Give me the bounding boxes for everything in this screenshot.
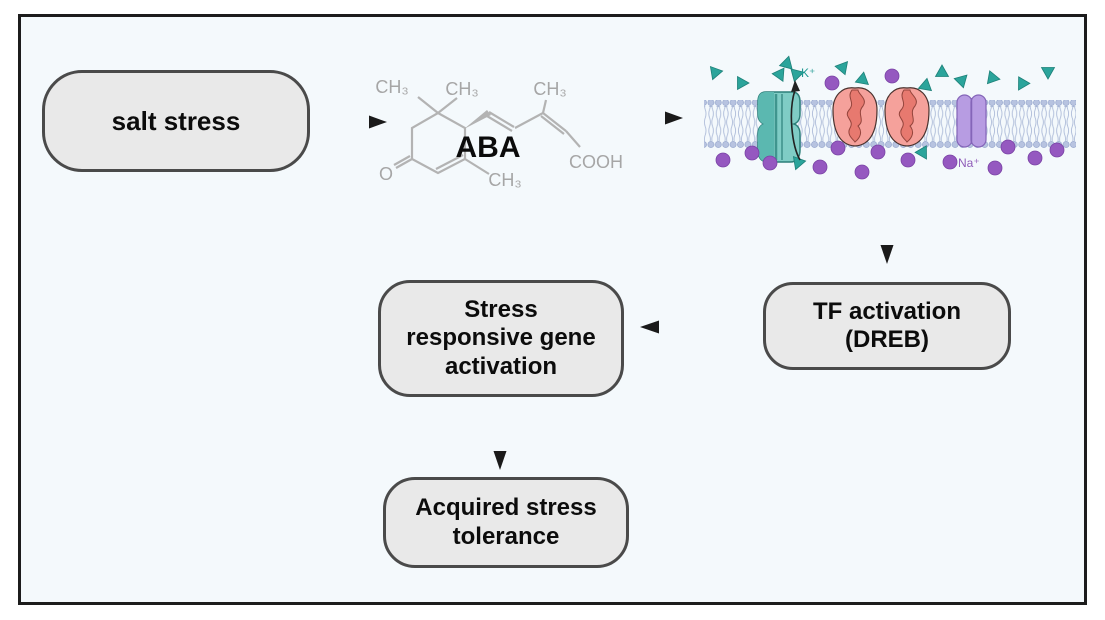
arrowhead-icon bbox=[880, 245, 894, 264]
node-tf-activation: TF activation (DREB) bbox=[763, 282, 1011, 370]
na-ion-label: Na⁺ bbox=[958, 156, 980, 170]
arrowhead-icon bbox=[791, 80, 800, 92]
arrowhead-icon bbox=[493, 451, 507, 470]
potassium-channel-icon bbox=[757, 91, 801, 163]
ketone-oxygen-label: O bbox=[379, 164, 393, 184]
transport-protein-icon bbox=[884, 87, 930, 147]
node-stress-responsive-gene: Stress responsive gene activation bbox=[378, 280, 624, 397]
carboxyl-label: COOH bbox=[569, 152, 623, 172]
methyl-label: CH₃ bbox=[445, 79, 478, 99]
node-acquired-stress-tolerance: Acquired stress tolerance bbox=[383, 477, 629, 568]
k-ion-label: K⁺ bbox=[801, 66, 815, 80]
node-stress-responsive-line3: activation bbox=[444, 352, 558, 380]
node-tf-activation-line1: TF activation bbox=[812, 297, 962, 325]
node-stress-responsive-line2: responsive gene bbox=[406, 324, 596, 352]
wedge-bond-icon bbox=[464, 110, 491, 129]
node-stress-responsive-line1: Stress bbox=[464, 296, 538, 324]
sodium-channel-icon bbox=[956, 94, 987, 148]
k-transport-arrow bbox=[790, 80, 801, 161]
arrowhead-icon bbox=[665, 111, 683, 125]
methyl-label: CH₃ bbox=[533, 79, 566, 99]
arrow-gene-to-tolerance bbox=[493, 400, 507, 470]
transport-protein-icon bbox=[832, 87, 878, 147]
cell-membrane-illustration: K⁺ Na⁺ bbox=[704, 54, 1076, 180]
arrowhead-icon bbox=[369, 115, 387, 129]
methyl-label: CH₃ bbox=[375, 77, 408, 97]
aba-molecule-structure: CH₃ CH₃ CH₃ CH₃ O COOH ABA bbox=[375, 77, 623, 190]
aba-skeleton bbox=[393, 96, 581, 175]
aba-label: ABA bbox=[456, 131, 521, 164]
node-acquired-line2: tolerance bbox=[452, 522, 560, 550]
node-tf-activation-line2: (DREB) bbox=[845, 326, 929, 353]
arrow-membrane-to-tf bbox=[880, 196, 894, 264]
arrowhead-icon bbox=[640, 320, 659, 334]
node-salt-stress-label: salt stress bbox=[111, 105, 241, 136]
arrow-salt-stress-to-aba bbox=[316, 115, 387, 129]
arrow-tf-to-gene bbox=[640, 320, 756, 334]
node-acquired-line1: Acquired stress bbox=[415, 494, 597, 522]
node-salt-stress: salt stress bbox=[42, 70, 310, 172]
methyl-label: CH₃ bbox=[488, 170, 521, 190]
arrow-aba-to-membrane bbox=[606, 111, 683, 125]
